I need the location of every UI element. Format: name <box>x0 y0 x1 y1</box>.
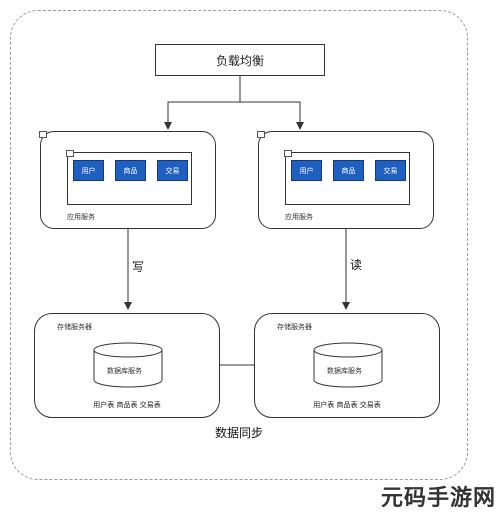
module-group: 用户 商品 交易 <box>284 150 410 205</box>
component-icon <box>257 131 265 138</box>
database-cylinder: 数据库服务 <box>93 342 163 388</box>
system-boundary <box>10 10 468 480</box>
write-label: 写 <box>132 260 145 274</box>
database-icon <box>313 342 383 388</box>
app-service-left: 用户 商品 交易 应用服务 <box>39 131 216 229</box>
module-group: 用户 商品 交易 <box>66 150 192 205</box>
database-label: 数据库服务 <box>107 367 142 375</box>
component-icon <box>284 150 292 157</box>
app-service-caption: 应用服务 <box>67 213 95 221</box>
watermark-logo: 元码手游网 <box>380 486 496 511</box>
table-list: 用户表 商品表 交易表 <box>313 401 381 409</box>
app-service-caption: 应用服务 <box>285 213 313 221</box>
load-balancer-label: 负载均衡 <box>215 53 264 68</box>
storage-caption: 存储服务器 <box>277 323 312 331</box>
module-trade: 交易 <box>375 160 406 181</box>
module-product: 商品 <box>333 160 364 181</box>
storage-caption: 存储服务器 <box>57 323 92 331</box>
module-user: 用户 <box>291 160 322 181</box>
sync-label: 数据同步 <box>215 426 264 440</box>
lb-to-apps-connector <box>167 76 300 129</box>
module-user: 用户 <box>73 160 104 181</box>
module-product: 商品 <box>115 160 146 181</box>
database-label: 数据库服务 <box>327 367 362 375</box>
load-balancer-box: 负载均衡 <box>155 44 325 76</box>
table-list: 用户表 商品表 交易表 <box>93 401 161 409</box>
storage-service-right: 存储服务器 数据库服务 用户表 商品表 交易表 <box>254 313 440 418</box>
component-icon <box>39 131 47 138</box>
database-cylinder: 数据库服务 <box>313 342 383 388</box>
read-label: 读 <box>350 258 363 272</box>
app-service-right: 用户 商品 交易 应用服务 <box>257 131 434 229</box>
component-icon <box>66 150 74 157</box>
module-trade: 交易 <box>157 160 188 181</box>
database-icon <box>93 342 163 388</box>
storage-service-left: 存储服务器 数据库服务 用户表 商品表 交易表 <box>34 313 220 418</box>
